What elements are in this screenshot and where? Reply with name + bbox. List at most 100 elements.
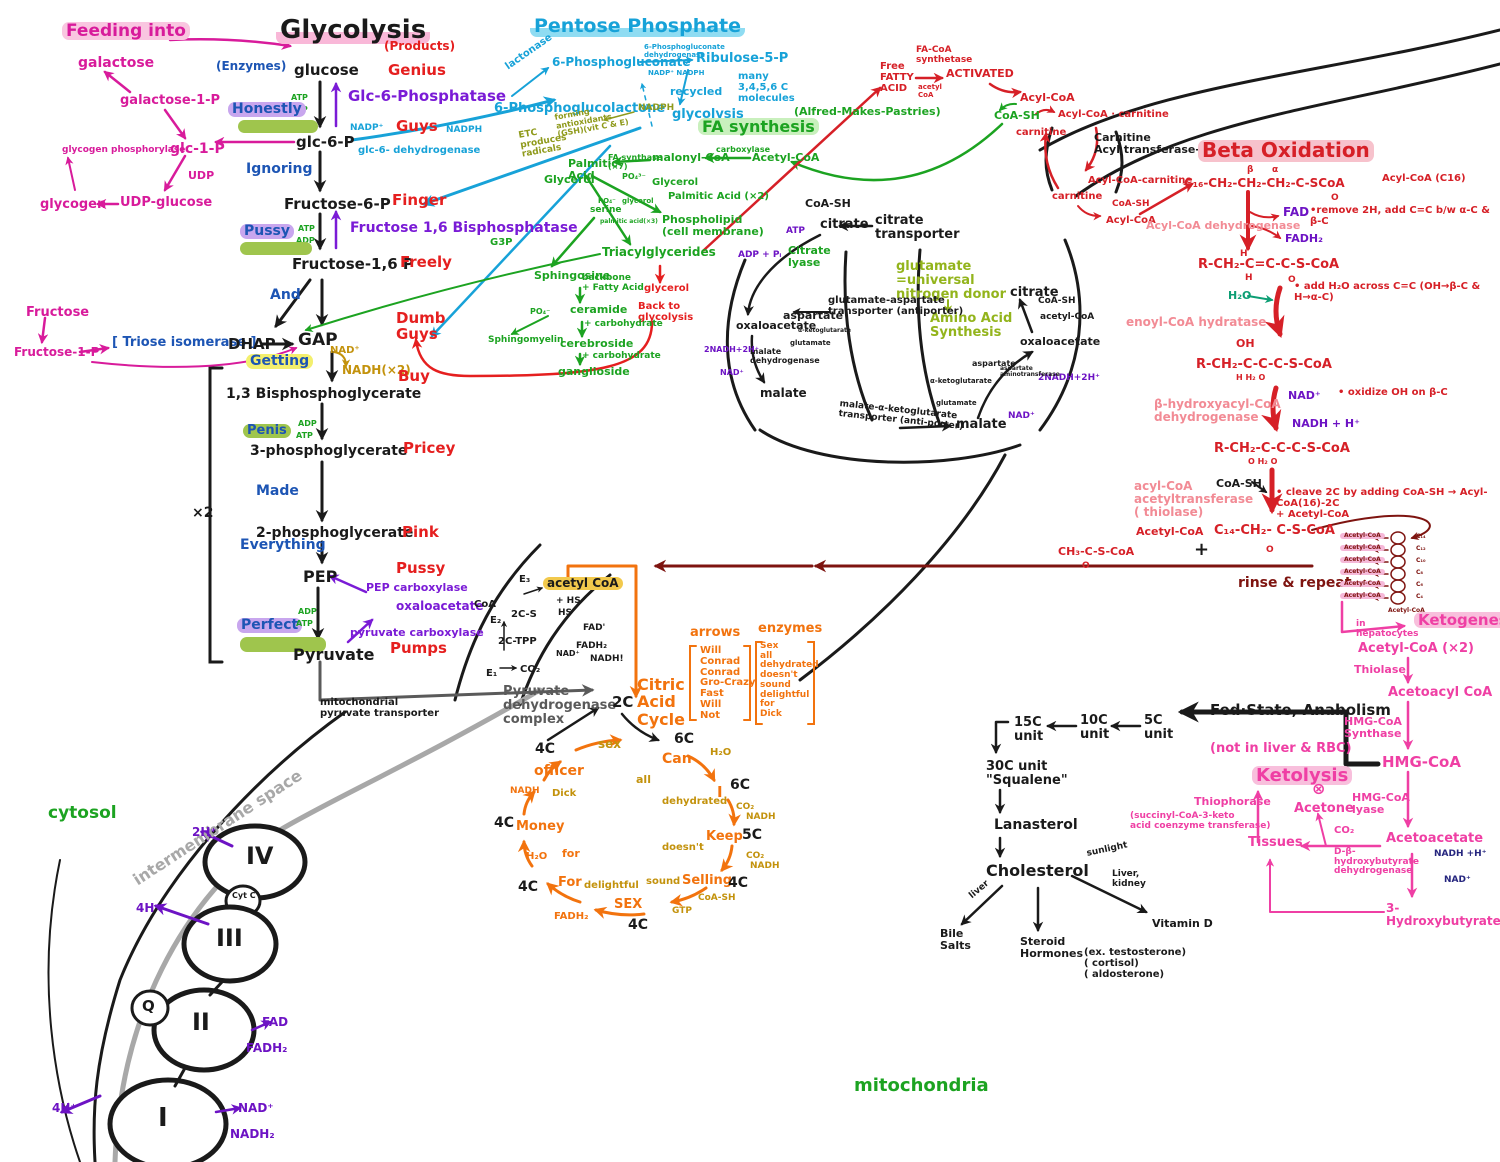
co-label: CO₂ xyxy=(520,664,541,675)
oxaloacetate-label: oxaloacetate xyxy=(1020,335,1101,348)
fructose-label: Fructose xyxy=(26,305,90,320)
glutamate-label: glutamate xyxy=(790,339,831,347)
fadh-label: FADH₂ xyxy=(576,641,608,651)
feeding-into-label: Feeding into xyxy=(62,22,190,40)
flow-arrow xyxy=(350,96,557,142)
everything-label: Everything xyxy=(240,537,326,553)
alfred-makes-pastries-label: (Alfred-Makes-Pastries) xyxy=(794,105,941,118)
c-label: C₆ xyxy=(1416,581,1424,588)
flow-arrow xyxy=(611,156,652,167)
sound-label: sound xyxy=(646,876,681,887)
c-ch-c-s-coa-label: C₁₄-CH₂- C-S-CoA xyxy=(1214,523,1335,538)
flow-arrow xyxy=(726,798,741,827)
cleave-2c-by-adding-coa-sh-acyl-coa-16-2c--label: • cleave 2C by adding CoA-SH → Acyl-CoA(… xyxy=(1276,487,1488,520)
coa-sh-label: CoA-SH xyxy=(1216,477,1262,490)
highlight-blob-label: α xyxy=(1272,165,1279,175)
ch-c-s-coa-label: CH₃-C-S-CoA xyxy=(1058,545,1135,558)
diagram-path xyxy=(1038,28,1500,152)
flow-arrow xyxy=(65,156,76,191)
ketoglutarate-label: α-ketoglutarate xyxy=(798,327,851,334)
fructose-1-6-p-label: Fructose-1,6 P xyxy=(292,255,414,273)
flow-arrow xyxy=(1070,874,1148,914)
selling-label: Selling xyxy=(682,873,733,888)
flow-arrow xyxy=(37,316,49,345)
atp-label: ATP xyxy=(786,226,806,236)
2-phosphoglycerate-label: 2-phosphoglycerate xyxy=(256,525,414,541)
diagram-path xyxy=(843,250,874,422)
pussy-label: Pussy xyxy=(240,223,295,240)
3-hydroxybutyrate-label: 3-Hydroxybutyrate xyxy=(1386,901,1500,928)
perfect-label: Perfect xyxy=(237,617,303,634)
flow-arrow xyxy=(318,660,595,702)
flow-arrow xyxy=(1261,385,1282,433)
flow-arrow xyxy=(522,790,536,816)
fad-label: FAD' xyxy=(583,623,606,633)
flow-arrow xyxy=(199,830,234,848)
palmitic-acid-2-label: Palmitic Acid (×2) xyxy=(668,191,769,202)
flow-arrow xyxy=(304,253,601,332)
activated-label: ACTIVATED xyxy=(946,67,1014,80)
nadh-2-label: NADH(×2) xyxy=(342,363,411,377)
highlight-blob-label xyxy=(240,637,326,652)
carnitine-label: carnitine xyxy=(1052,191,1103,202)
oh-label: OH xyxy=(1236,337,1255,350)
acetoacetate-label: Acetoacetate xyxy=(1386,831,1484,846)
highlight-blob-label: + xyxy=(1194,539,1210,560)
flow-arrow xyxy=(1138,182,1194,216)
doesn-t-label: doesn't xyxy=(662,842,704,853)
nadp-label: NADP⁺ xyxy=(350,123,384,133)
ribulose-5-p-label: Ribulose-5-P xyxy=(696,51,789,66)
4c-label: 4C xyxy=(728,875,749,891)
gtp-label: GTP xyxy=(672,906,692,916)
flow-arrow xyxy=(103,70,132,94)
diagram-path xyxy=(1114,130,1124,194)
h-o-label: H₂O xyxy=(526,851,548,862)
glycolysis-label: Glycolysis xyxy=(276,16,431,44)
diagram-path xyxy=(916,248,942,427)
fa-synthesis-label: FA synthesis xyxy=(698,118,819,135)
flow-arrow xyxy=(669,886,708,907)
2nadh-2h-label: 2NADH+2H⁺ xyxy=(704,345,759,354)
atp-label: ATP xyxy=(296,619,313,628)
acetyl-coa-label: Acetyl-CoA xyxy=(1388,607,1425,614)
glycogen-phosphorylase-label: glycogen phosphorylase xyxy=(62,145,186,155)
flow-arrow xyxy=(593,906,646,919)
4c-label: 4C xyxy=(535,741,556,757)
flow-arrow xyxy=(1035,105,1056,115)
enzymes-label: enzymes xyxy=(758,621,823,636)
acyl-coa-carnitine-label: Acyl-CoA · carnitine xyxy=(1058,109,1169,120)
citrate-transporter-label: citrate transporter xyxy=(875,213,960,243)
flow-arrow xyxy=(1249,211,1280,222)
adp-label: ADP xyxy=(296,236,315,245)
carboxylase-label: carboxylase xyxy=(716,145,771,154)
finger-label: Finger xyxy=(392,191,447,209)
flow-arrow xyxy=(743,233,822,317)
diagram-path xyxy=(173,1066,187,1088)
cerebroside-label: cerebroside xyxy=(560,337,634,350)
citric-acid-cycle-label: Citric Acid Cycle xyxy=(637,675,685,729)
products-label: (Products) xyxy=(384,39,456,53)
30c-unit-squalene-label: 30C unit "Squalene" xyxy=(986,759,1068,789)
delightful-label: delightful xyxy=(584,880,639,891)
15c-unit-label: 15C unit xyxy=(1014,715,1044,745)
keep-label: Keep xyxy=(706,829,743,844)
flow-arrow xyxy=(720,844,734,872)
galactose-1-p-label: galactose-1-P xyxy=(120,93,221,108)
g3p-label: G3P xyxy=(490,237,513,248)
q-label: Q xyxy=(142,997,155,1015)
flow-arrow xyxy=(421,126,642,207)
co-label: CO₂ xyxy=(736,802,755,812)
coa-sh-label: CoA-SH xyxy=(994,109,1040,122)
i-label: I xyxy=(158,1103,168,1133)
flow-arrow xyxy=(430,144,612,338)
coa-sh-label: CoA-SH xyxy=(1038,296,1076,306)
mitochondria-label: mitochondria xyxy=(854,1075,989,1096)
co-label: CO₂ xyxy=(1334,825,1355,836)
pyruvate-carboxylase-label: pyruvate carboxylase xyxy=(350,626,484,639)
succinyl-coa-3-keto-acid-coenzyme-transfer-label: (succinyl-CoA-3-keto acid coenzyme trans… xyxy=(1130,811,1271,831)
flow-arrow xyxy=(590,174,662,214)
flow-arrow xyxy=(1251,225,1282,240)
dumb-guys-label: Dumb Guys xyxy=(396,309,446,344)
coa-label: CoA xyxy=(474,599,496,610)
